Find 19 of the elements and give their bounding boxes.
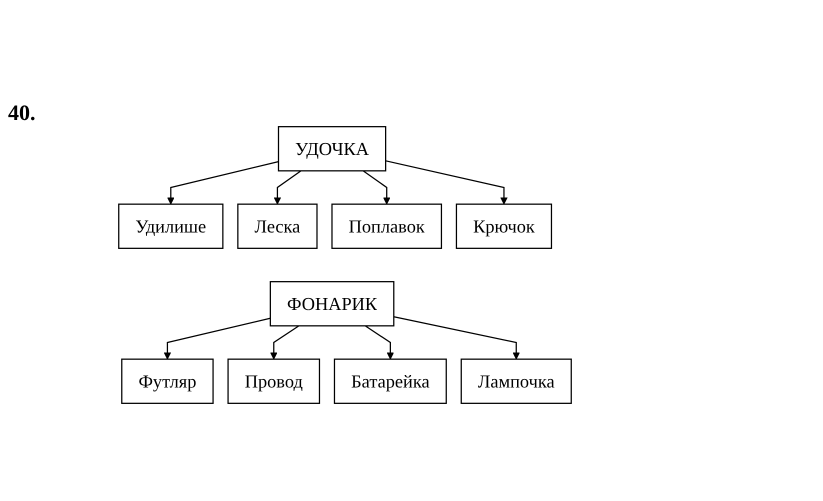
problem-number: 40. [8,100,36,126]
arrow [164,318,270,360]
process-box: Удилише [118,204,224,249]
arrow [386,160,508,204]
process-box: Лампочка [460,358,572,404]
process-box: Крючок [456,204,552,249]
process-box: Батарейка [334,358,447,404]
arrow [274,170,302,204]
process-box: Провод [227,358,320,404]
arrow [364,325,394,360]
process-box: Поплавок [331,204,442,249]
process-box: Футляр [121,358,214,404]
arrow [270,325,300,360]
process-box: Леска [237,204,318,249]
process-box: ФОНАРИК [270,281,394,326]
process-box: УДОЧКА [278,126,386,172]
arrow [394,316,520,360]
arrow [362,170,390,204]
arrow [167,161,279,204]
